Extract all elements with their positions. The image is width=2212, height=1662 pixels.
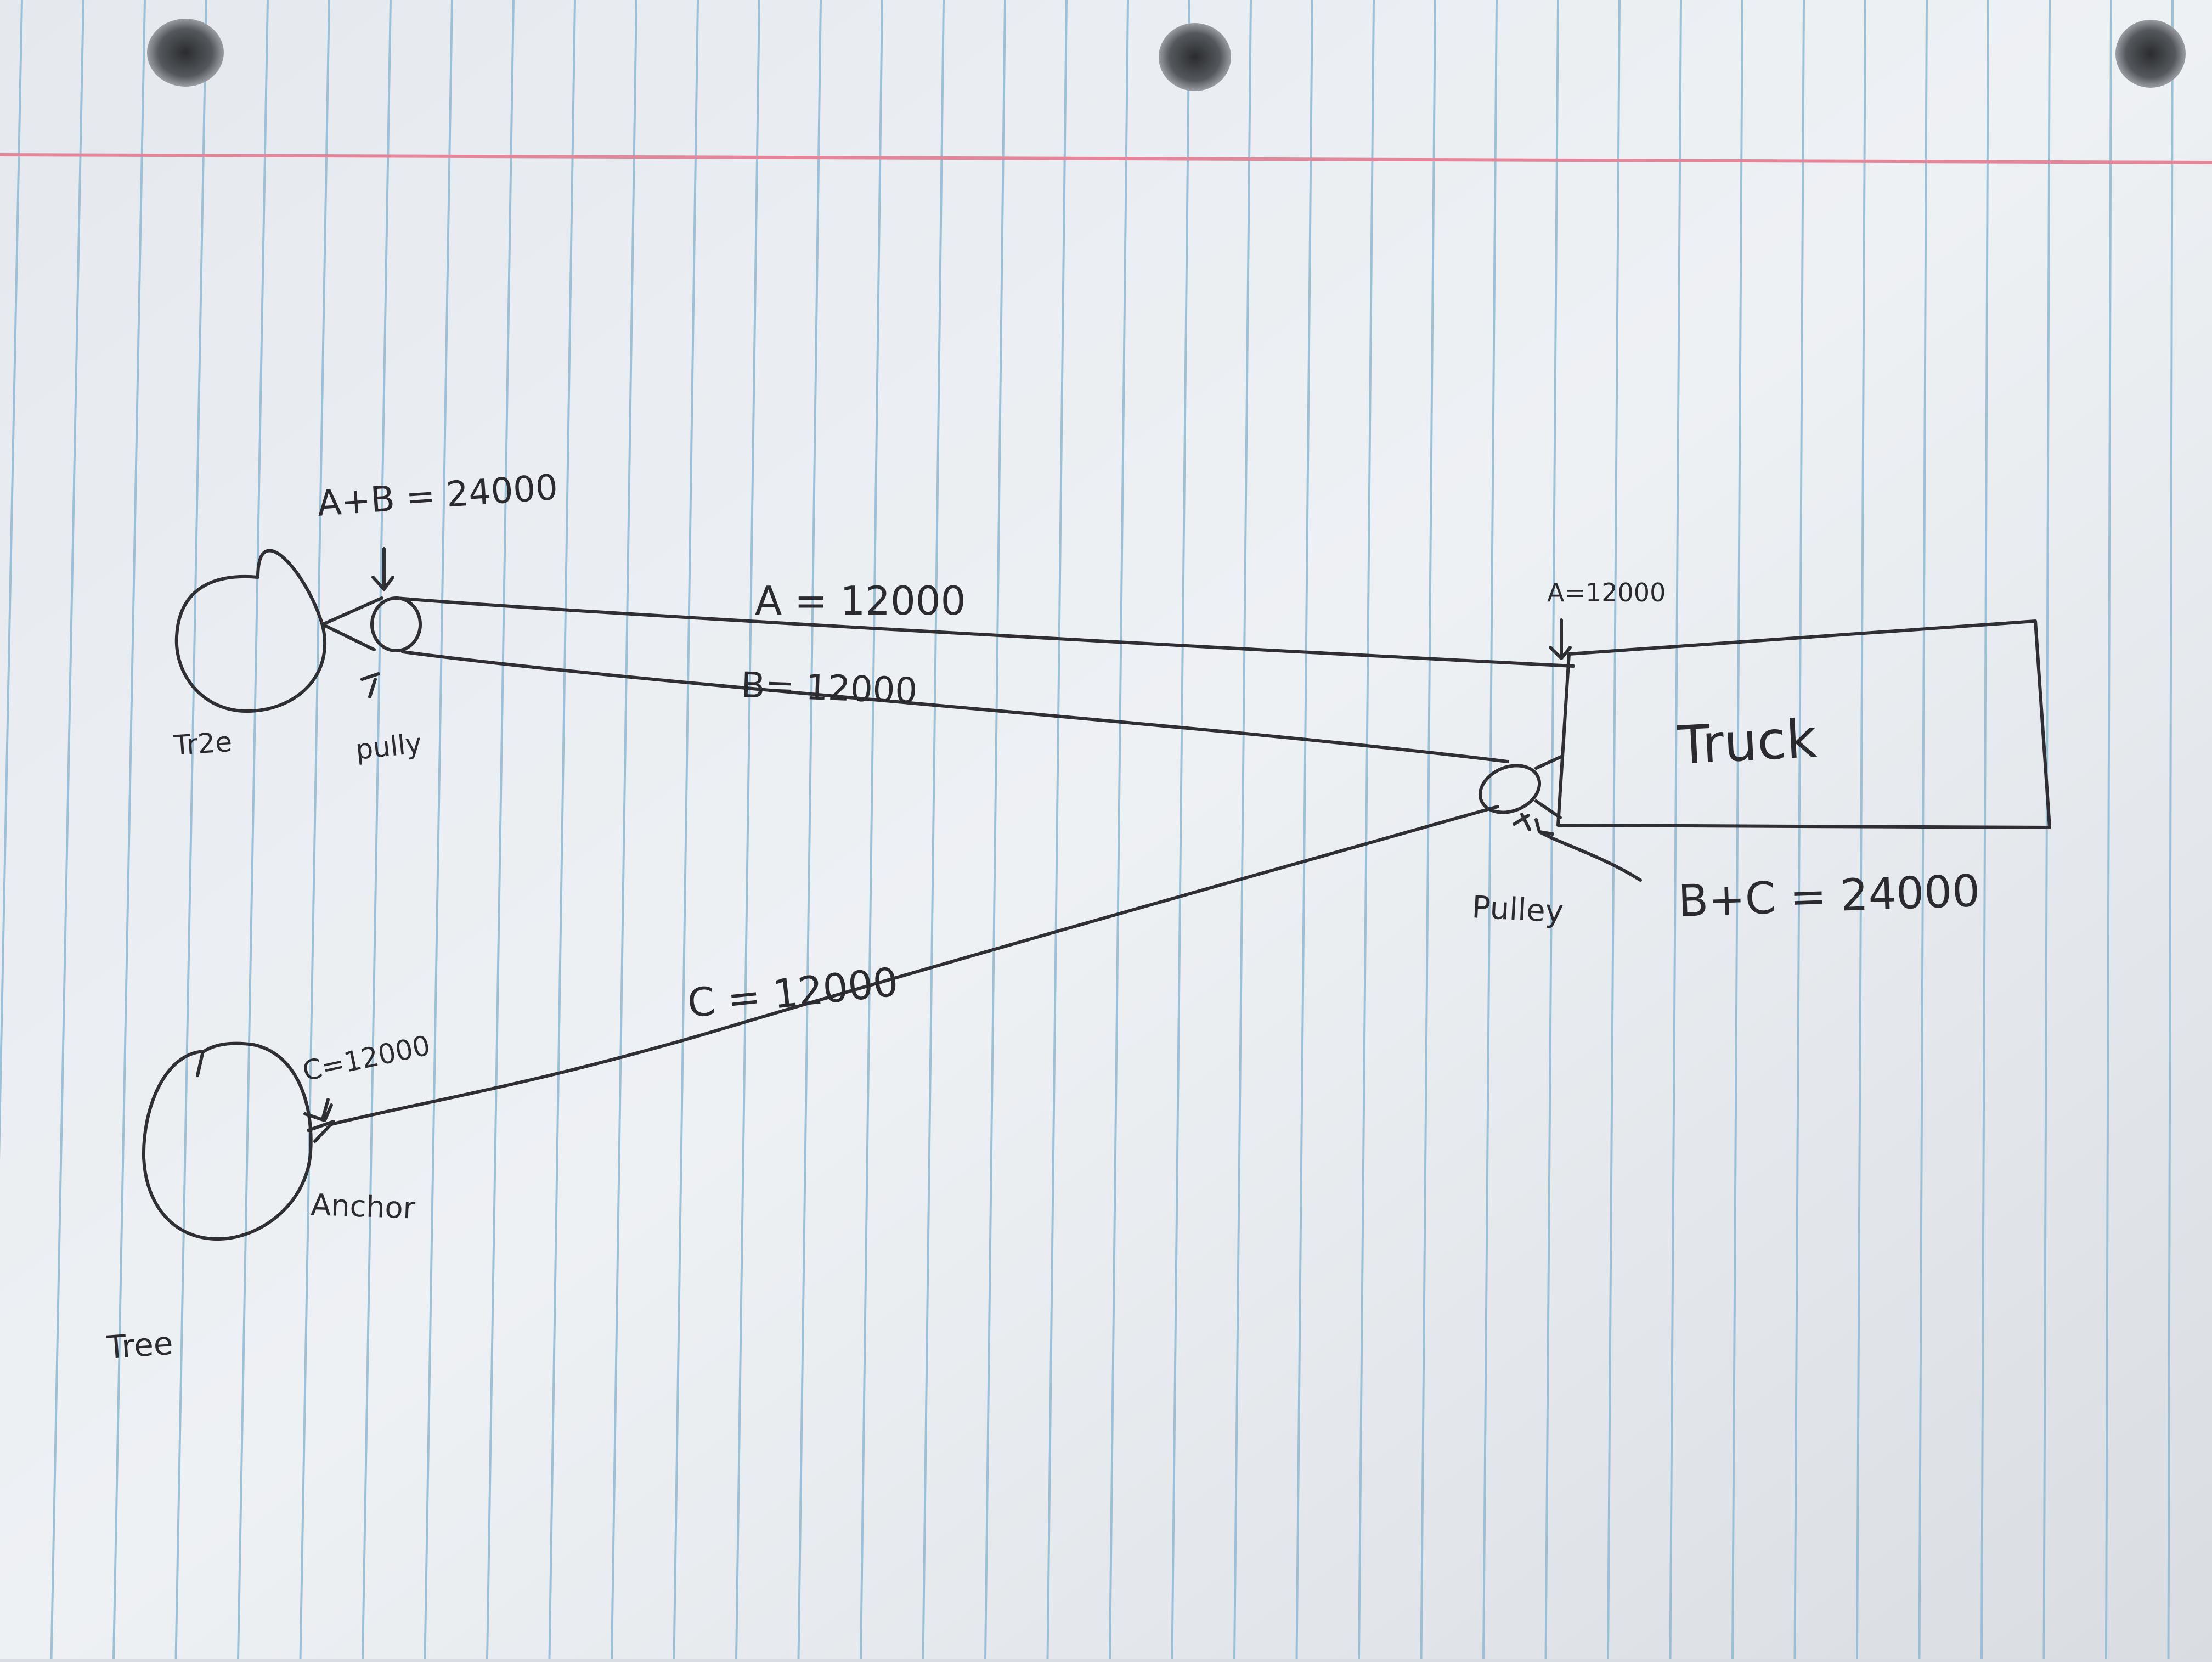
ruled-line (1420, 0, 1436, 1660)
ruled-line (1233, 0, 1252, 1660)
ruled-line (112, 0, 146, 1660)
ruled-line (1171, 0, 1190, 1660)
ruled-line (1669, 0, 1682, 1660)
ruled-line (237, 0, 269, 1660)
ruled-line (50, 0, 84, 1660)
label-a-at-truck: A=12000 (1547, 578, 1666, 607)
label-pulley-top: pully (354, 728, 423, 766)
rope-a (394, 596, 1575, 668)
ruled-line (1109, 0, 1129, 1660)
pulley-top-pointer (360, 672, 380, 698)
ruled-line (362, 0, 392, 1660)
truck-a-arrow (1549, 618, 1572, 660)
ruled-line (1918, 0, 1928, 1660)
ruled-line (1980, 0, 1989, 1660)
binder-hole (2115, 20, 2186, 88)
ruled-line (0, 0, 23, 1162)
ruled-line (548, 0, 576, 1660)
label-tree-bottom: Tree (105, 1325, 174, 1366)
ruled-line (1856, 0, 1866, 1660)
truck-box (1556, 619, 2051, 829)
label-b-plus-c: B+C = 24000 (1677, 865, 1980, 927)
label-rope-b: B= 12000 (740, 665, 918, 712)
rope-c (328, 805, 1499, 1126)
ruled-line (611, 0, 637, 1660)
label-truck: Truck (1675, 708, 1818, 776)
ruled-line (673, 0, 699, 1660)
pulley-truck-circle (1478, 764, 1542, 814)
tree-top-circle (174, 549, 327, 713)
binder-hole (147, 19, 224, 87)
binder-holes (147, 19, 2186, 91)
pulley-top-arrow (371, 547, 394, 591)
label-pulley-truck: Pulley (1471, 889, 1564, 930)
label-tree-top: Tr2e (172, 726, 233, 762)
ruled-line (1358, 0, 1375, 1660)
ruled-line (1793, 0, 1805, 1660)
pulley-truck-pointer (1534, 818, 1642, 882)
anchor-arrow (303, 1098, 333, 1122)
ruled-line (984, 0, 1006, 1660)
ruled-line (922, 0, 945, 1660)
tree-bottom-mark (196, 1050, 205, 1077)
ruled-line (486, 0, 515, 1660)
ruled-line (1046, 0, 1068, 1660)
ruled-line (1544, 0, 1559, 1660)
ruled-line (797, 0, 822, 1660)
ruled-line (1607, 0, 1621, 1660)
ruled-line (1482, 0, 1498, 1660)
binder-hole (1159, 23, 1231, 91)
ruled-line (2167, 0, 2174, 1660)
pulley-truck-arrow (1513, 813, 1531, 831)
ruled-line (1731, 0, 1743, 1660)
ruled-line (735, 0, 760, 1660)
pulley-top-tie (321, 596, 383, 651)
tree-bottom-circle (142, 1041, 313, 1241)
label-anchor: Anchor (311, 1187, 416, 1226)
ruled-line (424, 0, 453, 1660)
pencil-drawing (142, 547, 2051, 1241)
ruled-line (860, 0, 883, 1660)
anchor-point (307, 1120, 335, 1143)
ruled-line (2105, 0, 2112, 1660)
ruled-line (2042, 0, 2051, 1660)
rope-b (401, 650, 1509, 763)
ruled-line (299, 0, 330, 1660)
ruled-line (174, 0, 207, 1660)
label-rope-a: A = 12000 (755, 578, 966, 624)
ruled-line (1295, 0, 1313, 1660)
pulley-truck-tie (1534, 754, 1564, 819)
